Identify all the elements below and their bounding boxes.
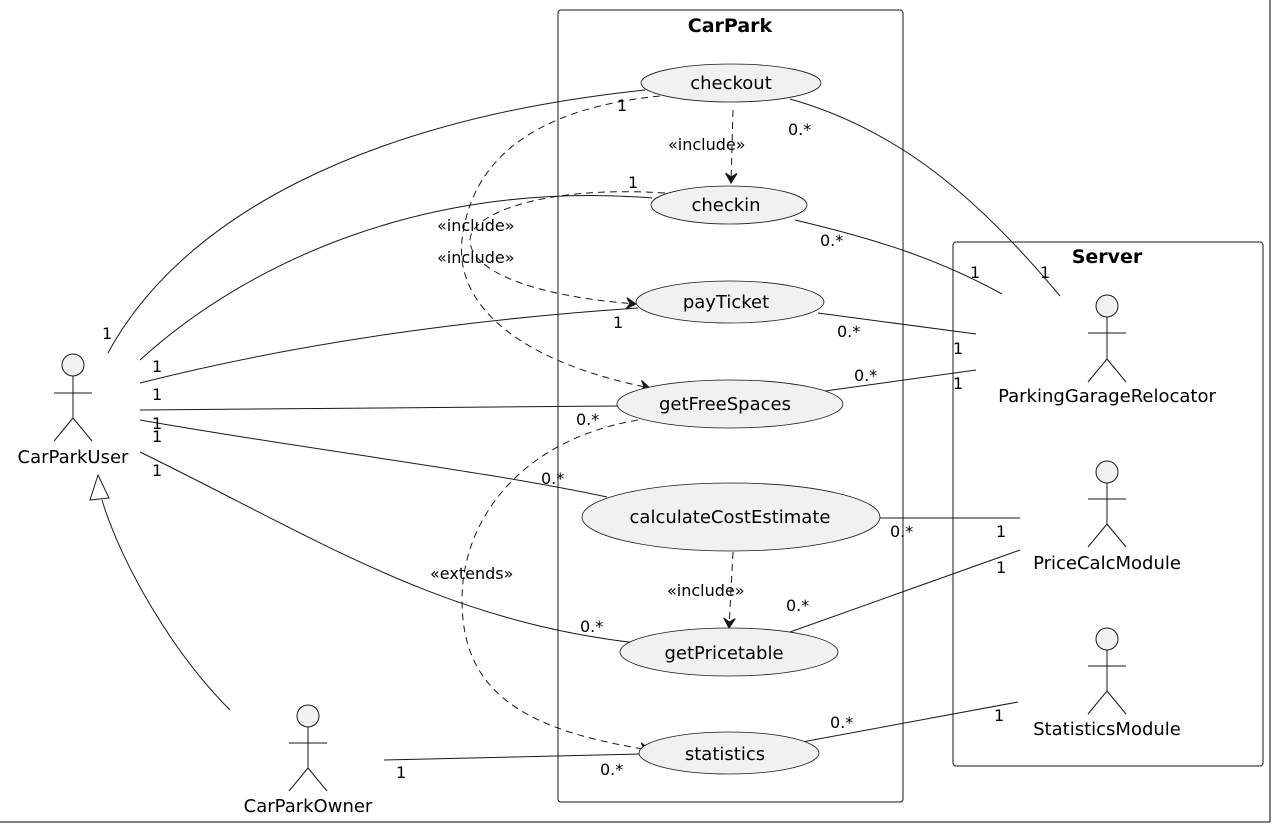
mult-pricecalc-getpricetable: 1 <box>996 558 1006 577</box>
actor-relocator[interactable]: ParkingGarageRelocator <box>998 294 1217 407</box>
dependencies <box>460 95 733 750</box>
generalization-owner-user <box>89 473 231 711</box>
mult-user-checkin: 1 <box>152 357 162 376</box>
mult-payticket-relocator: 0.* <box>837 322 860 341</box>
actor-figure-icon <box>1087 294 1127 383</box>
server-boundary: Server <box>952 241 1264 767</box>
usecase-getpricetable-label: getPricetable <box>664 643 783 664</box>
assoc-user-payticket <box>139 307 639 384</box>
mult-calccost-pricecalc: 0.* <box>890 522 913 541</box>
dep-checkout-getfreespaces <box>460 95 661 388</box>
usecase-payticket[interactable]: payTicket <box>635 280 825 324</box>
assoc-user-calccost <box>139 419 608 498</box>
assoc-user-checkin <box>139 194 653 361</box>
actor-pricecalc[interactable]: PriceCalcModule <box>1033 460 1181 574</box>
actor-carparkuser-label: CarParkUser <box>18 447 130 468</box>
stereo-extends-getfreespaces-statistics: «extends» <box>430 564 513 583</box>
mult-user-getpricetable: 1 <box>152 461 162 480</box>
dep-calccost-getpricetable <box>729 551 733 628</box>
assoc-checkout-relocator <box>789 98 1061 297</box>
usecase-statistics-label: statistics <box>685 744 765 765</box>
dep-checkin-payticket <box>469 191 666 304</box>
mult-user-getfreespaces: 1 <box>152 414 162 433</box>
assoc-payticket-relocator <box>817 312 977 335</box>
mult-relocator-getfreespaces: 1 <box>953 374 963 393</box>
mult-relocator-payticket: 1 <box>953 339 963 358</box>
usecase-getfreespaces[interactable]: getFreeSpaces <box>616 379 844 429</box>
actor-statsmodule-label: StatisticsModule <box>1033 719 1181 740</box>
mult-user-calccost: 1 <box>152 427 162 446</box>
usecase-getfreespaces-label: getFreeSpaces <box>659 394 791 415</box>
actor-carparkowner[interactable]: CarParkOwner <box>244 704 373 817</box>
usecase-checkout-label: checkout <box>690 73 772 94</box>
assoc-getfreespaces-relocator <box>824 369 977 392</box>
server-boundary-title: Server <box>1072 246 1143 268</box>
dep-getfreespaces-statistics <box>461 419 650 750</box>
mult-checkout-relocator: 0.* <box>788 120 811 139</box>
assoc-user-getpricetable <box>139 451 637 644</box>
mult-user-checkout: 1 <box>102 324 112 343</box>
stereo-include-checkin-payticket: «include» <box>437 216 515 235</box>
mult-calccost-user: 0.* <box>541 469 564 488</box>
assoc-user-getfreespaces <box>139 405 619 411</box>
actor-carparkowner-label: CarParkOwner <box>244 796 373 817</box>
usecase-calccost-label: calculateCostEstimate <box>630 507 831 528</box>
mult-pricecalc-calccost: 1 <box>996 522 1006 541</box>
stereo-include-checkout-checkin: «include» <box>668 135 746 154</box>
usecase-calccost[interactable]: calculateCostEstimate <box>581 482 881 552</box>
mult-getpricetable-user: 0.* <box>580 617 603 636</box>
actor-statsmodule[interactable]: StatisticsModule <box>1033 627 1181 740</box>
dep-checkout-checkin <box>731 109 733 183</box>
usecase-statistics[interactable]: statistics <box>638 731 820 775</box>
assoc-owner-statistics <box>383 753 641 761</box>
mult-checkin-relocator: 0.* <box>820 231 843 250</box>
mult-statistics-statsmodule: 0.* <box>830 713 853 732</box>
usecase-checkout[interactable]: checkout <box>640 63 822 103</box>
stereo-include-checkout-getfreespaces: «include» <box>437 248 515 267</box>
usecase-checkin[interactable]: checkin <box>650 185 808 225</box>
mult-checkout-user: 1 <box>617 96 627 115</box>
assoc-user-checkout <box>107 89 646 354</box>
actor-figure-icon <box>1087 627 1127 715</box>
mult-relocator-checkout: 1 <box>1040 263 1050 282</box>
mult-owner-statistics: 1 <box>396 763 406 782</box>
stereo-include-calccost-getpricetable: «include» <box>667 581 745 600</box>
assoc-checkin-relocator <box>794 219 1003 295</box>
mult-statistics-owner: 0.* <box>600 760 623 779</box>
generalization-arrowhead <box>89 473 110 501</box>
assoc-getpricetable-pricecalc <box>789 549 1021 633</box>
mult-payticket-user: 1 <box>613 313 623 332</box>
actor-relocator-label: ParkingGarageRelocator <box>998 386 1216 407</box>
mult-relocator-checkin: 1 <box>970 263 980 282</box>
actor-carparkuser[interactable]: CarParkUser <box>18 353 130 468</box>
assoc-statistics-statsmodule <box>801 701 1019 743</box>
mult-getfreespaces-user: 0.* <box>576 410 599 429</box>
multiplicity-labels: 1 1 1 1 1 1 1 0.* 1 0.* 1 0.* 1 0.* 0.* … <box>102 96 1050 782</box>
usecase-checkin-label: checkin <box>691 195 760 216</box>
usecase-payticket-label: payTicket <box>683 292 769 313</box>
mult-statsmodule-statistics: 1 <box>994 706 1004 725</box>
actor-pricecalc-label: PriceCalcModule <box>1033 553 1181 574</box>
associations <box>107 89 1061 761</box>
mult-checkin-user: 1 <box>628 173 638 192</box>
actor-figure-icon <box>1087 460 1127 548</box>
actor-figure-icon <box>288 704 328 792</box>
carpark-boundary-title: CarPark <box>688 15 773 37</box>
usecase-getpricetable[interactable]: getPricetable <box>619 627 839 677</box>
mult-getpricetable-pricecalc: 0.* <box>786 596 809 615</box>
mult-user-payticket: 1 <box>152 385 162 404</box>
mult-getfreespaces-relocator: 0.* <box>854 366 877 385</box>
actor-figure-icon <box>53 353 93 442</box>
